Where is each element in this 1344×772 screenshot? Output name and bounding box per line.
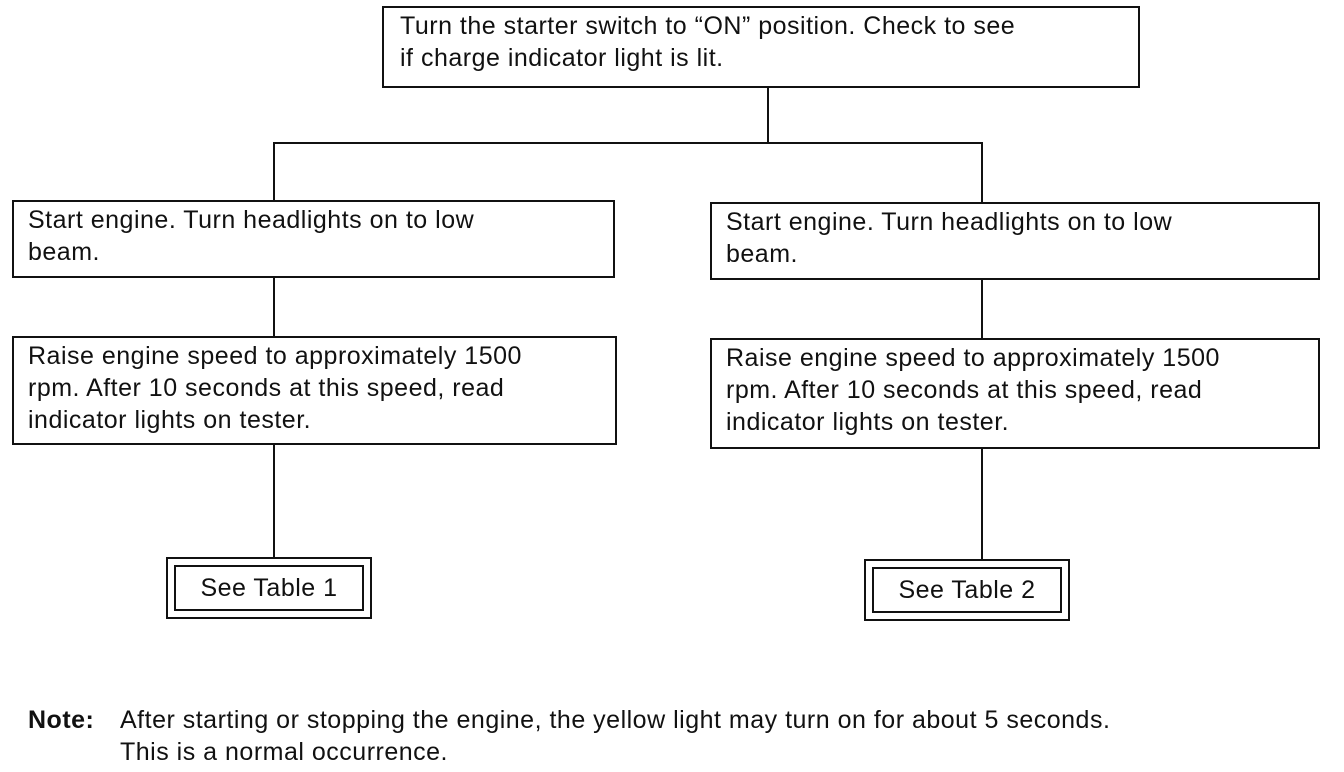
left-reference-box: See Table 1 bbox=[166, 557, 372, 619]
right-reference-label: See Table 2 bbox=[898, 576, 1036, 604]
connector-right-step1-step2 bbox=[981, 278, 983, 338]
left-reference-label: See Table 1 bbox=[200, 574, 338, 602]
left-step2-box: Raise engine speed to approximately 1500… bbox=[12, 336, 617, 445]
connector-right-step2-ref bbox=[981, 447, 983, 559]
connector-horizontal bbox=[273, 142, 983, 144]
right-step1-box: Start engine. Turn headlights on to low … bbox=[710, 202, 1320, 280]
connector-right-down bbox=[981, 142, 983, 202]
connector-top-down bbox=[767, 86, 769, 143]
connector-left-step1-step2 bbox=[273, 276, 275, 336]
connector-left-down bbox=[273, 142, 275, 202]
right-step2-box: Raise engine speed to approximately 1500… bbox=[710, 338, 1320, 449]
left-step1-box: Start engine. Turn headlights on to low … bbox=[12, 200, 615, 278]
connector-left-step2-ref bbox=[273, 443, 275, 558]
right-reference-box: See Table 2 bbox=[864, 559, 1070, 621]
note-text: After starting or stopping the engine, t… bbox=[120, 706, 1111, 766]
top-step-box: Turn the starter switch to “ON” position… bbox=[382, 6, 1140, 88]
note-label: Note: bbox=[28, 706, 95, 734]
